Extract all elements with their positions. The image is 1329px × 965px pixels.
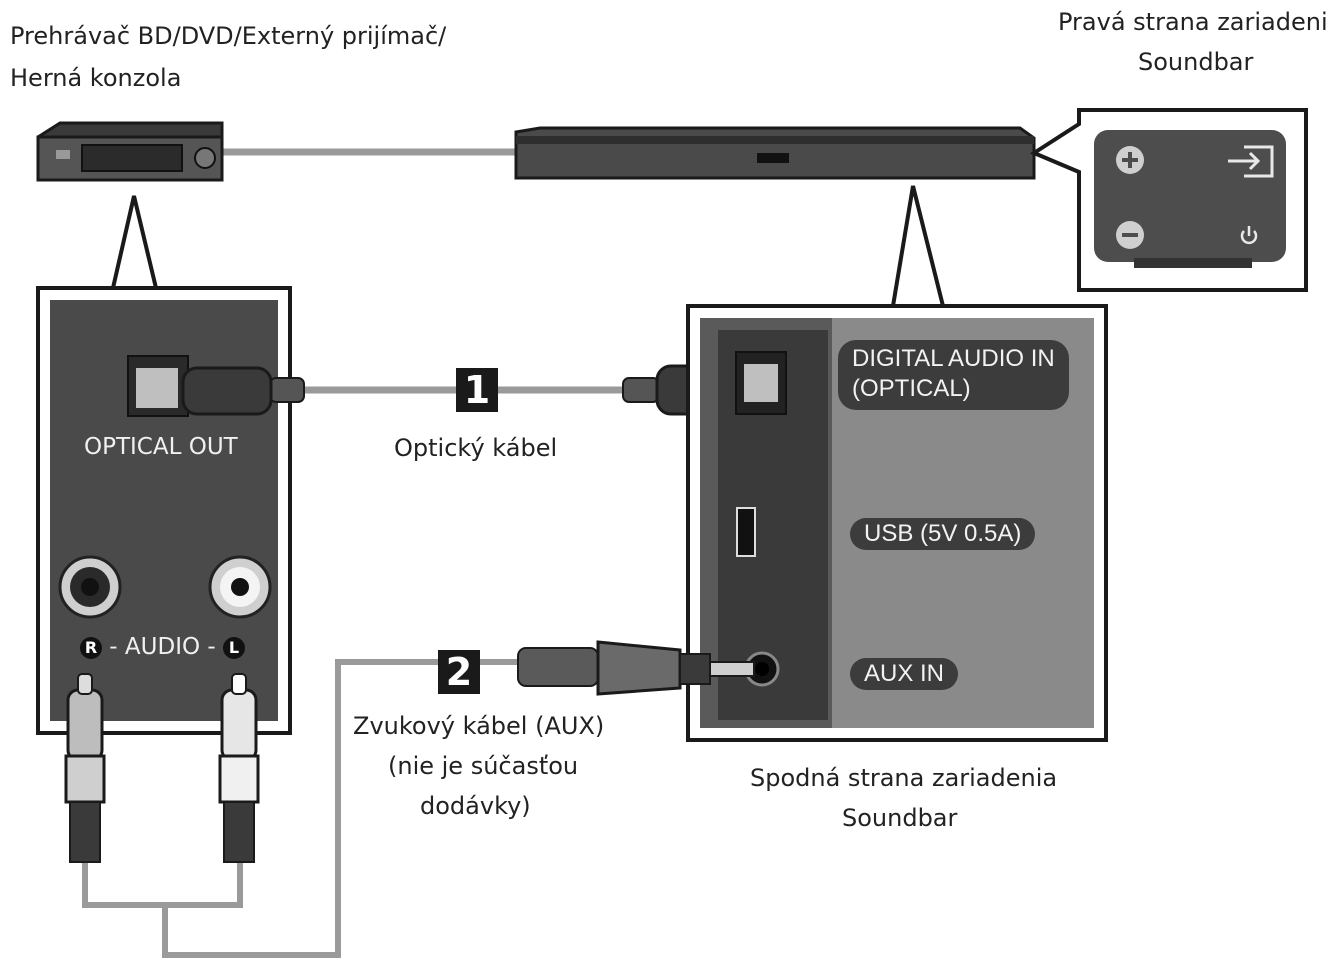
cable-2-number: 2 [438, 650, 480, 694]
cable-1-label: Optický kábel [394, 434, 558, 462]
soundbar-right-title-line1: Pravá strana zariadenia [1058, 8, 1329, 36]
soundbar [514, 126, 1036, 180]
port-aux-label: AUX IN [850, 658, 959, 690]
soundbar-right-title-line2: Soundbar [1138, 48, 1254, 76]
cable-2-label-line2: (nie je súčasťou [388, 752, 579, 780]
audio-label: R - AUDIO - L [80, 634, 246, 660]
source-device-title-line1: Prehrávač BD/DVD/Externý prijímač/ [10, 22, 447, 50]
audio-l-badge: L [223, 636, 246, 659]
soundbar-bottom-title-line2: Soundbar [842, 804, 958, 832]
audio-r-badge: R [80, 636, 102, 659]
audio-mid-text: - AUDIO - [102, 634, 224, 660]
source-device-title-line2: Herná konzola [10, 64, 182, 92]
bottom-callout-pointer [891, 185, 945, 307]
rca-plug-left [218, 673, 260, 863]
port-digital-line2: (OPTICAL) [852, 375, 971, 402]
right-side-callout [1029, 108, 1308, 292]
port-digital-line1: DIGITAL AUDIO IN [852, 345, 1055, 372]
plus-icon[interactable] [1116, 146, 1144, 174]
input-source-icon[interactable] [1228, 145, 1274, 178]
minus-icon[interactable] [1116, 221, 1144, 249]
port-usb-label: USB (5V 0.5A) [850, 518, 1036, 550]
rca-plug-right [64, 673, 106, 863]
bd-dvd-player [36, 121, 224, 182]
power-icon[interactable] [1240, 226, 1258, 245]
optical-out-label: OPTICAL OUT [84, 434, 238, 460]
cable-2-label-line1: Zvukový kábel (AUX) [353, 712, 605, 740]
soundbar-bottom-title-line1: Spodná strana zariadenia [750, 764, 1058, 792]
left-callout-pointer [111, 195, 158, 289]
cable-1-number: 1 [456, 368, 498, 412]
port-digital-audio-label: DIGITAL AUDIO IN (OPTICAL) [838, 340, 1069, 410]
cable-2-label-line3: dodávky) [420, 792, 531, 820]
aux-cable [82, 640, 755, 958]
player-back-panel [36, 286, 292, 735]
